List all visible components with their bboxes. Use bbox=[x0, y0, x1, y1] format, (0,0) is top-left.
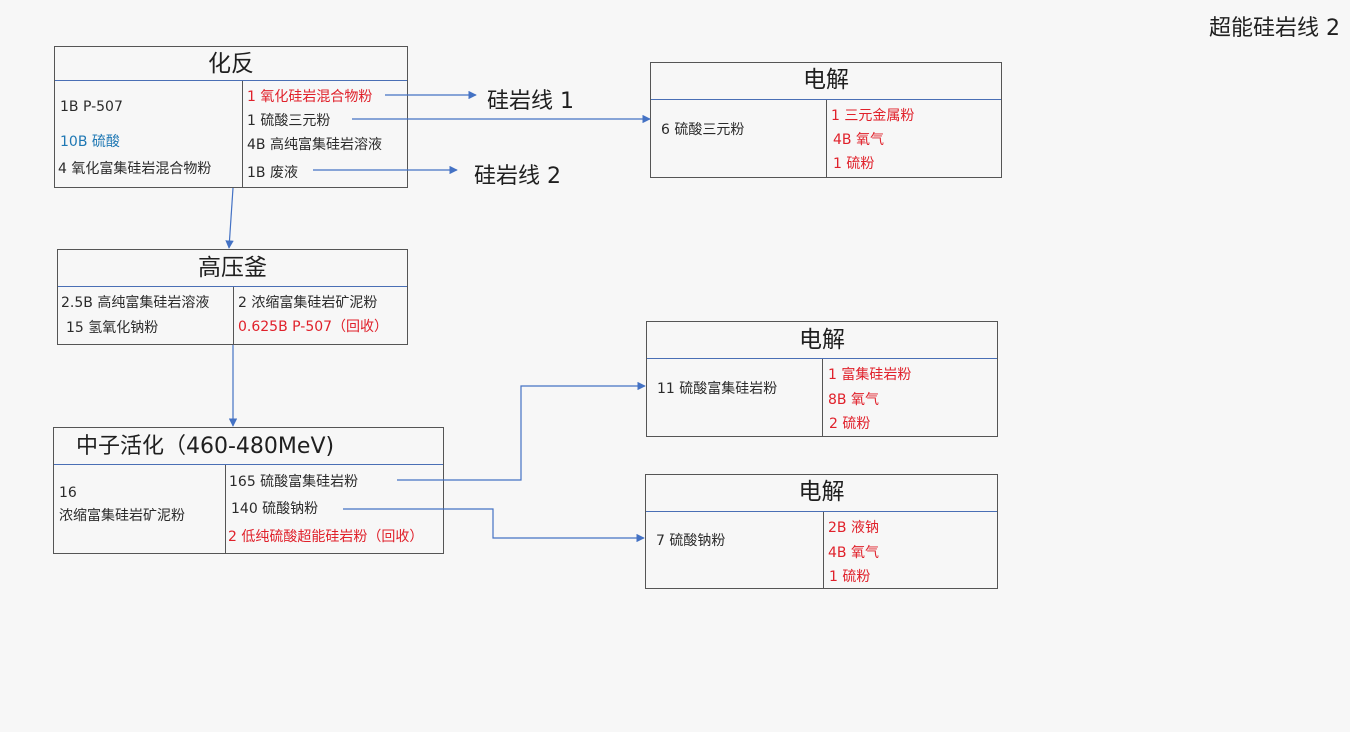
output-item: 2 硫粉 bbox=[829, 416, 871, 432]
output-item: 140 硫酸钠粉 bbox=[231, 501, 319, 517]
output-item: 2 低纯硫酸超能硅岩粉（回收） bbox=[228, 529, 424, 545]
output-item: 1B 废液 bbox=[247, 165, 298, 181]
arrow-reactor-to-autoclave bbox=[225, 187, 234, 249]
arrow-to-electrolyzer-2 bbox=[397, 381, 646, 481]
output-item: 165 硫酸富集硅岩粉 bbox=[229, 474, 359, 490]
output-item: 1 硫粉 bbox=[829, 569, 871, 585]
chemical-reactor-box: 化反 1B P-507 10B 硫酸 4 氧化富集硅岩混合物粉 1 氧化硅岩混合… bbox=[54, 46, 408, 188]
output-item: 1 富集硅岩粉 bbox=[828, 367, 912, 383]
box-title: 中子活化（460-480MeV) bbox=[54, 428, 443, 465]
page-title: 超能硅岩线 2 bbox=[1209, 16, 1340, 41]
line-1-label: 硅岩线 1 bbox=[487, 89, 574, 114]
output-item: 1 氧化硅岩混合物粉 bbox=[247, 89, 373, 105]
output-item: 2B 液钠 bbox=[828, 520, 879, 536]
output-item: 4B 氧气 bbox=[828, 545, 879, 561]
box-title: 化反 bbox=[55, 47, 407, 81]
input-item: 1B P-507 bbox=[60, 99, 123, 115]
output-item: 0.625B P-507（回收） bbox=[238, 319, 389, 335]
column-divider bbox=[233, 287, 234, 344]
input-item: 16 bbox=[59, 485, 77, 501]
arrow-to-electrolyzer-3 bbox=[343, 508, 645, 543]
column-divider bbox=[225, 465, 226, 553]
input-item: 11 硫酸富集硅岩粉 bbox=[657, 381, 778, 397]
electrolyzer-2-box: 电解 11 硫酸富集硅岩粉 1 富集硅岩粉 8B 氧气 2 硫粉 bbox=[646, 321, 998, 437]
column-divider bbox=[242, 81, 243, 187]
input-item: 4 氧化富集硅岩混合物粉 bbox=[58, 161, 212, 177]
box-title: 高压釜 bbox=[58, 250, 407, 287]
output-item: 1 硫酸三元粉 bbox=[247, 113, 331, 129]
box-title: 电解 bbox=[646, 475, 997, 512]
output-item: 4B 氧气 bbox=[833, 132, 884, 148]
input-item: 2.5B 高纯富集硅岩溶液 bbox=[61, 295, 210, 311]
autoclave-box: 高压釜 2.5B 高纯富集硅岩溶液 15 氢氧化钠粉 2 浓缩富集硅岩矿泥粉 0… bbox=[57, 249, 408, 345]
output-item: 8B 氧气 bbox=[828, 392, 879, 408]
line-2-label: 硅岩线 2 bbox=[474, 164, 561, 189]
input-item: 7 硫酸钠粉 bbox=[656, 533, 726, 549]
column-divider bbox=[822, 359, 823, 436]
input-item: 10B 硫酸 bbox=[60, 134, 120, 150]
column-divider bbox=[823, 512, 824, 588]
box-title: 电解 bbox=[651, 63, 1001, 100]
electrolyzer-3-box: 电解 7 硫酸钠粉 2B 液钠 4B 氧气 1 硫粉 bbox=[645, 474, 998, 589]
electrolyzer-1-box: 电解 6 硫酸三元粉 1 三元金属粉 4B 氧气 1 硫粉 bbox=[650, 62, 1002, 178]
column-divider bbox=[826, 100, 827, 177]
output-item: 1 硫粉 bbox=[833, 156, 875, 172]
box-title: 电解 bbox=[647, 322, 997, 359]
output-item: 1 三元金属粉 bbox=[831, 108, 915, 124]
output-item: 2 浓缩富集硅岩矿泥粉 bbox=[238, 295, 378, 311]
neutron-activator-box: 中子活化（460-480MeV) 16 浓缩富集硅岩矿泥粉 165 硫酸富集硅岩… bbox=[53, 427, 444, 554]
input-item: 6 硫酸三元粉 bbox=[661, 122, 745, 138]
input-item: 浓缩富集硅岩矿泥粉 bbox=[59, 508, 185, 524]
output-item: 4B 高纯富集硅岩溶液 bbox=[247, 137, 382, 153]
input-item: 15 氢氧化钠粉 bbox=[66, 320, 159, 336]
